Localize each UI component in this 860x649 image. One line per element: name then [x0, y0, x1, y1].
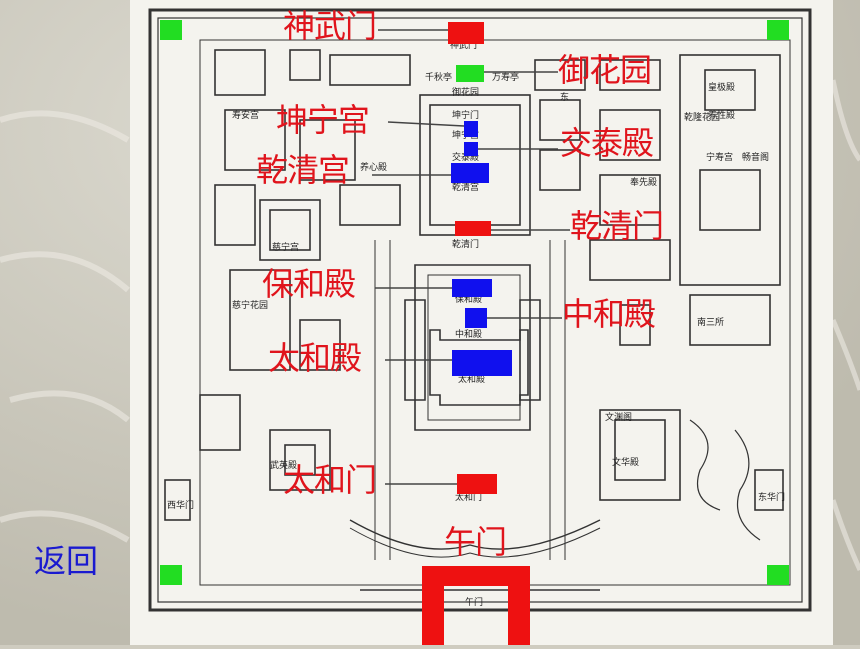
map-label-qianqiu: 千秋亭 — [425, 71, 452, 83]
map-label-wenyuange: 文渊阁 — [605, 411, 632, 423]
map-label-fengxiandian: 奉先殿 — [630, 176, 657, 188]
map-label-qianqingmen: 乾清门 — [452, 238, 479, 250]
map-label-wanshou: 万寿亭 — [492, 71, 519, 83]
map-label-huangjidian: 皇极殿 — [708, 81, 735, 93]
hall-baohedian[interactable] — [452, 279, 492, 297]
map-label-yuhuayuan: 御花园 — [452, 86, 479, 98]
label-kunninggong[interactable]: 坤宁宫 — [276, 101, 370, 139]
gate-qianqingmen[interactable] — [455, 221, 491, 236]
corner-tower-se[interactable] — [767, 565, 789, 585]
corner-tower-sw[interactable] — [160, 565, 182, 585]
map-drawing: 神武门 千秋亭 万寿亭 御花园 坤宁门 坤宁宫 交泰殿 乾清宫 乾清门 养心殿 … — [148, 8, 812, 645]
hall-qianqinggong[interactable] — [451, 163, 489, 183]
back-button[interactable]: 返回 — [34, 542, 99, 580]
hall-taihedian[interactable] — [452, 350, 512, 376]
label-qianqingmen[interactable]: 乾清门 — [570, 207, 664, 245]
hall-jiaotaidian[interactable] — [464, 142, 478, 156]
label-taihemen[interactable]: 太和门 — [283, 461, 377, 499]
label-yuhuayuan[interactable]: 御花园 — [558, 51, 652, 89]
label-taihedian[interactable]: 太和殿 — [268, 339, 362, 377]
label-jiaotaidian[interactable]: 交泰殿 — [560, 124, 654, 162]
corner-tower-ne[interactable] — [767, 20, 789, 40]
garden-yuhuayuan[interactable] — [456, 65, 484, 82]
map-label-nansansuo: 南三所 — [697, 316, 724, 328]
gate-wumen[interactable] — [422, 566, 530, 645]
gate-taihemen[interactable] — [457, 474, 497, 494]
map-label-qianlonghuayuan: 乾隆花园 — [684, 111, 720, 123]
label-shenwumen[interactable]: 神武门 — [283, 7, 377, 45]
label-wumen[interactable]: 午门 — [444, 523, 507, 561]
map-label-ningshougong: 宁寿宫 — [706, 151, 733, 163]
map-label-cininggong: 慈宁宫 — [272, 241, 299, 253]
hall-kunninggong[interactable] — [464, 121, 478, 137]
gate-shenwumen[interactable] — [448, 22, 484, 44]
map-label-zhonghedian: 中和殿 — [455, 328, 482, 340]
map-label-kunningmen: 坤宁门 — [452, 109, 479, 121]
label-qianqinggong[interactable]: 乾清宫 — [256, 151, 350, 189]
map-label-wuyingdian: 武英殿 — [270, 459, 297, 471]
map-label-wumen: 午门 — [465, 596, 483, 608]
map-label-changyinge: 畅音阁 — [742, 151, 769, 163]
map-label-shouangong: 寿安宫 — [232, 109, 259, 121]
corner-tower-nw[interactable] — [160, 20, 182, 40]
map-label-ciningyuan: 慈宁花园 — [232, 299, 268, 311]
map-label-yangxindian: 养心殿 — [360, 161, 387, 173]
label-baohedian[interactable]: 保和殿 — [262, 265, 356, 303]
map-label-xihuamen: 西华门 — [167, 499, 194, 511]
map-label-dong: 东 — [560, 91, 569, 103]
map-label-wenhuadian: 文华殿 — [612, 456, 639, 468]
map-label-donghuamen: 东华门 — [758, 491, 785, 503]
map-label-qianqinggong: 乾清宫 — [452, 181, 479, 193]
forbidden-city-map: 神武门 千秋亭 万寿亭 御花园 坤宁门 坤宁宫 交泰殿 乾清宫 乾清门 养心殿 … — [130, 0, 833, 645]
label-zhonghedian[interactable]: 中和殿 — [562, 295, 656, 333]
hall-zhonghedian[interactable] — [465, 308, 487, 328]
map-label-yangxingdian: 养性殿 — [708, 109, 735, 121]
